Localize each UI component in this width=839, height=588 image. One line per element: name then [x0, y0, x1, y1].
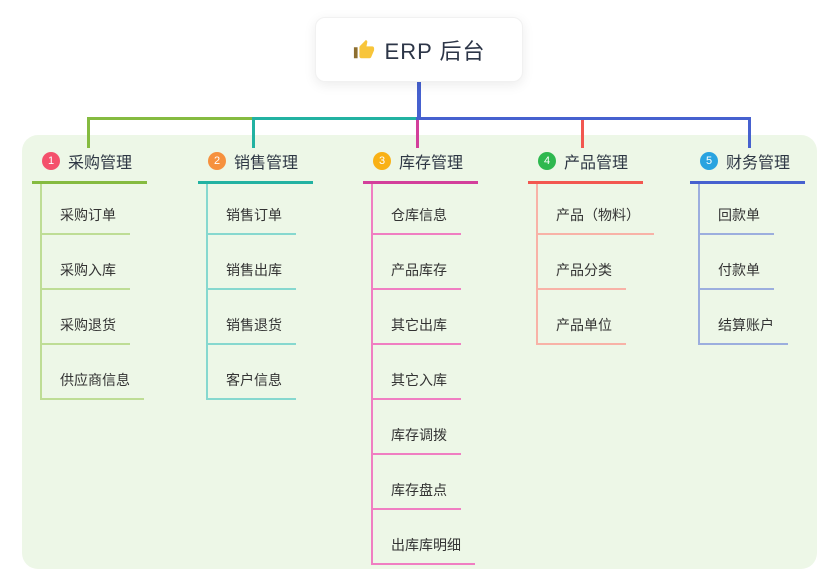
child-node[interactable]: 采购入库 [42, 260, 130, 290]
branch-header[interactable]: 4 产品管理 [528, 149, 643, 184]
child-node[interactable]: 仓库信息 [373, 205, 461, 235]
branch-header[interactable]: 1 采购管理 [32, 149, 147, 184]
branch-number-badge: 1 [42, 152, 60, 170]
branch-number-badge: 4 [538, 152, 556, 170]
connector-segment-left [87, 117, 252, 120]
branch-label: 财务管理 [726, 155, 791, 172]
child-node[interactable]: 库存盘点 [373, 480, 461, 510]
child-node[interactable]: 销售订单 [208, 205, 296, 235]
branch-header[interactable]: 2 销售管理 [198, 149, 313, 184]
connector-drop-2 [252, 117, 255, 148]
branch-header[interactable]: 5 财务管理 [690, 149, 805, 184]
child-node[interactable]: 出库库明细 [373, 535, 475, 565]
thumbs-up-icon [353, 39, 375, 61]
branch-number-badge: 2 [208, 152, 226, 170]
branch-2: 2 销售管理销售订单销售出库销售退货客户信息 [198, 149, 328, 400]
branch-children: 销售订单销售出库销售退货客户信息 [206, 184, 328, 400]
child-node[interactable]: 回款单 [700, 205, 774, 235]
child-node[interactable]: 其它入库 [373, 370, 461, 400]
branch-children: 采购订单采购入库采购退货供应商信息 [40, 184, 162, 400]
branch-5: 5 财务管理回款单付款单结算账户 [690, 149, 820, 345]
child-node[interactable]: 客户信息 [208, 370, 296, 400]
child-node[interactable]: 产品库存 [373, 260, 461, 290]
branch-children: 回款单付款单结算账户 [698, 184, 820, 345]
root-title: ERP 后台 [384, 38, 486, 64]
branch-label: 产品管理 [564, 155, 629, 172]
child-node[interactable]: 销售退货 [208, 315, 296, 345]
child-node[interactable]: 产品（物料） [538, 205, 654, 235]
branch-header[interactable]: 3 库存管理 [363, 149, 478, 184]
branch-children: 产品（物料） 产品分类产品单位 [536, 184, 658, 345]
connector-segment-center [252, 117, 416, 120]
branch-number-badge: 3 [373, 152, 391, 170]
child-node[interactable]: 库存调拨 [373, 425, 461, 455]
child-node[interactable]: 产品单位 [538, 315, 626, 345]
branch-3: 3 库存管理仓库信息产品库存其它出库其它入库库存调拨库存盘点出库库明细 [363, 149, 493, 565]
connector-drop-4 [581, 117, 584, 148]
branch-1: 1 采购管理采购订单采购入库采购退货供应商信息 [32, 149, 162, 400]
child-node[interactable]: 销售出库 [208, 260, 296, 290]
child-node[interactable]: 采购退货 [42, 315, 130, 345]
child-node[interactable]: 供应商信息 [42, 370, 144, 400]
root-node[interactable]: ERP 后台 [315, 17, 523, 82]
child-node[interactable]: 其它出库 [373, 315, 461, 345]
connector-drop-5 [748, 117, 751, 148]
child-node[interactable]: 采购订单 [42, 205, 130, 235]
child-node[interactable]: 付款单 [700, 260, 774, 290]
branch-label: 采购管理 [68, 155, 133, 172]
child-node[interactable]: 结算账户 [700, 315, 788, 345]
branch-label: 销售管理 [234, 155, 299, 172]
branches-panel [22, 135, 817, 569]
connector-segment-right [416, 117, 751, 120]
connector-drop-1 [87, 117, 90, 148]
root-connector [417, 82, 421, 118]
connector-drop-3 [416, 117, 419, 148]
child-node[interactable]: 产品分类 [538, 260, 626, 290]
branch-children: 仓库信息产品库存其它出库其它入库库存调拨库存盘点出库库明细 [371, 184, 493, 565]
branch-label: 库存管理 [399, 155, 464, 172]
branch-number-badge: 5 [700, 152, 718, 170]
branch-4: 4 产品管理产品（物料） 产品分类产品单位 [528, 149, 658, 345]
